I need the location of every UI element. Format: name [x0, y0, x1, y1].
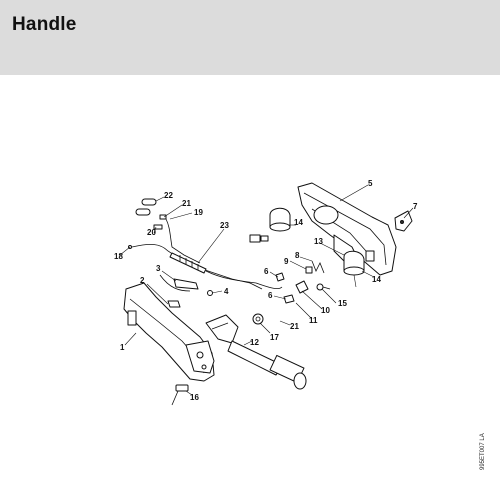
callout-17: 17: [270, 333, 279, 342]
callout-21-upper: 21: [182, 199, 191, 208]
callout-10: 10: [321, 306, 330, 315]
callout-16: 16: [190, 393, 199, 402]
part-12-tool: [227, 340, 307, 390]
exploded-parts-diagram: 1 2 3 4 5 6 6 7 8 9 10 11 12 13 14 14 15…: [0, 75, 500, 473]
part-21-connector: [159, 214, 167, 220]
callout-2: 2: [140, 276, 145, 285]
part-6-screw-lower: [283, 294, 295, 304]
part-6-screw-upper: [275, 272, 285, 282]
part-5-handle-housing: [297, 182, 397, 276]
callout-6-upper: 6: [264, 267, 269, 276]
callout-15: 15: [338, 299, 347, 308]
callout-8: 8: [295, 251, 300, 260]
part-16-screw: [171, 384, 189, 406]
callout-4: 4: [224, 287, 229, 296]
callout-22: 22: [164, 191, 173, 200]
part-22-sleeves: [135, 198, 157, 216]
part-15-screw: [316, 283, 331, 291]
callout-7: 7: [413, 202, 418, 211]
part-8-spring: [311, 260, 325, 274]
callout-11: 11: [309, 316, 318, 325]
part-2-pin: [167, 300, 181, 308]
part-21-lever: [205, 314, 239, 344]
part-screw-upper: [249, 234, 269, 243]
callout-21-lower: 21: [290, 322, 299, 331]
page-title: Handle: [12, 14, 77, 35]
part-7-clip: [394, 210, 413, 232]
part-14-clamp-upper: [269, 207, 291, 232]
part-14-clamp-lower: [343, 250, 365, 276]
part-3-trigger: [173, 278, 199, 290]
callout-9: 9: [284, 257, 289, 266]
document-number: 995ET007 LÄ: [480, 433, 486, 470]
callout-6-lower: 6: [268, 291, 273, 300]
part-23-wiring-harness: [131, 218, 283, 292]
page-header: Handle: [0, 0, 500, 75]
leader-lines: [119, 184, 414, 396]
callout-13: 13: [314, 237, 323, 246]
diagram-svg: 1 2 3 4 5 6 6 7 8 9 10 11 12 13 14 14 15…: [114, 179, 418, 406]
callout-14-upper: 14: [294, 218, 303, 227]
part-10-pin: [295, 280, 309, 294]
callout-5: 5: [368, 179, 373, 188]
part-1-rear-handle: [123, 282, 215, 382]
callout-14-lower: 14: [372, 275, 381, 284]
callout-1: 1: [120, 343, 125, 352]
part-20-wire-end: [153, 224, 163, 230]
callout-19: 19: [194, 208, 203, 217]
part-17-ring: [252, 313, 264, 325]
callout-23: 23: [220, 221, 229, 230]
callout-3: 3: [156, 264, 161, 273]
callout-labels: 1 2 3 4 5 6 6 7 8 9 10 11 12 13 14 14 15…: [114, 179, 418, 402]
part-4-screw: [207, 290, 213, 296]
callout-18: 18: [114, 252, 123, 261]
callout-20: 20: [147, 228, 156, 237]
part-9-nut: [305, 266, 313, 274]
callout-12: 12: [250, 338, 259, 347]
